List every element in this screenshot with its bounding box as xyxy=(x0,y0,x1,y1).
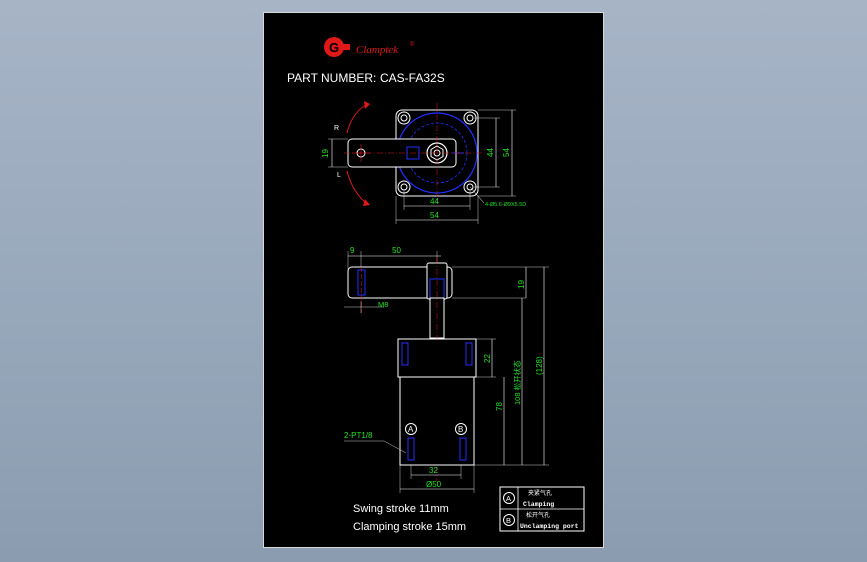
part-number: CAS-FA32S xyxy=(380,71,445,85)
port-note: 2-PT1/8 xyxy=(344,431,373,440)
dim-body-diameter: Ø50 xyxy=(426,480,442,489)
legend-b-symbol: B xyxy=(506,516,511,525)
dim-outer-height: 54 xyxy=(502,148,511,157)
port-b-icon xyxy=(455,423,467,435)
arrow-r-icon xyxy=(364,101,370,109)
clamping-stroke: Clamping stroke 15mm xyxy=(353,521,466,533)
dim-arm-thickness: 19 xyxy=(517,280,526,289)
legend-b-en: Unclamping port xyxy=(520,523,579,530)
dim-port-spacing: 32 xyxy=(429,466,438,475)
brand-logo: G Clamptek ® xyxy=(324,37,415,57)
label-rotation-l: L xyxy=(337,172,341,179)
dim-travel: 108 松开状态 xyxy=(512,360,522,405)
part-number-label: PART NUMBER: xyxy=(287,71,376,85)
label-rotation-r: R xyxy=(334,125,339,132)
arrow-l-icon xyxy=(363,199,370,206)
dim-arm-length: 50 xyxy=(392,246,401,255)
legend-b-icon xyxy=(503,514,515,526)
rotation-arc-r xyxy=(346,104,367,134)
dim-outer-width: 54 xyxy=(430,211,439,220)
thread-label: M8 xyxy=(378,300,388,309)
brand-name: Clamptek xyxy=(356,44,399,56)
side-arm xyxy=(347,266,453,299)
swing-stroke: Swing stroke 11mm xyxy=(353,503,449,515)
dim-inner-width: 44 xyxy=(430,197,439,206)
hole-note: 4-Ø5.6-Ø9X5.5D xyxy=(485,202,526,208)
dim-body-top: 22 xyxy=(483,354,492,363)
dim-offset: 9 xyxy=(350,246,355,255)
body-lower xyxy=(399,376,475,466)
body-upper xyxy=(397,338,477,378)
logo-letter: G xyxy=(329,40,339,55)
dim-arm-height: 19 xyxy=(321,149,330,158)
technical-drawing: G Clamptek ® PART NUMBER: CAS-FA32S R L xyxy=(287,37,585,533)
port-a: A xyxy=(408,425,414,434)
dim-overall: (128) xyxy=(535,356,544,375)
rotation-arc-l xyxy=(346,170,367,204)
drawing-sheet: G Clamptek ® PART NUMBER: CAS-FA32S R L xyxy=(263,12,604,548)
registered-mark: ® xyxy=(410,41,415,48)
top-view: R L xyxy=(321,101,526,224)
legend-a-symbol: A xyxy=(506,494,511,503)
port-legend: A 夹紧气孔 Clamping B 松开气孔 Unclamping port xyxy=(499,486,585,532)
dim-body-height: 78 xyxy=(495,402,504,411)
dim-inner-height: 44 xyxy=(486,148,495,157)
legend-a-cn: 夹紧气孔 xyxy=(528,489,552,497)
side-view: 9 50 M8 A B 2-PT1/8 xyxy=(344,246,549,493)
port-b: B xyxy=(458,425,463,434)
legend-a-en: Clamping xyxy=(523,501,554,508)
legend-a-icon xyxy=(503,492,515,504)
port-a-icon xyxy=(405,423,417,435)
legend-b-cn: 松开气孔 xyxy=(526,511,550,519)
